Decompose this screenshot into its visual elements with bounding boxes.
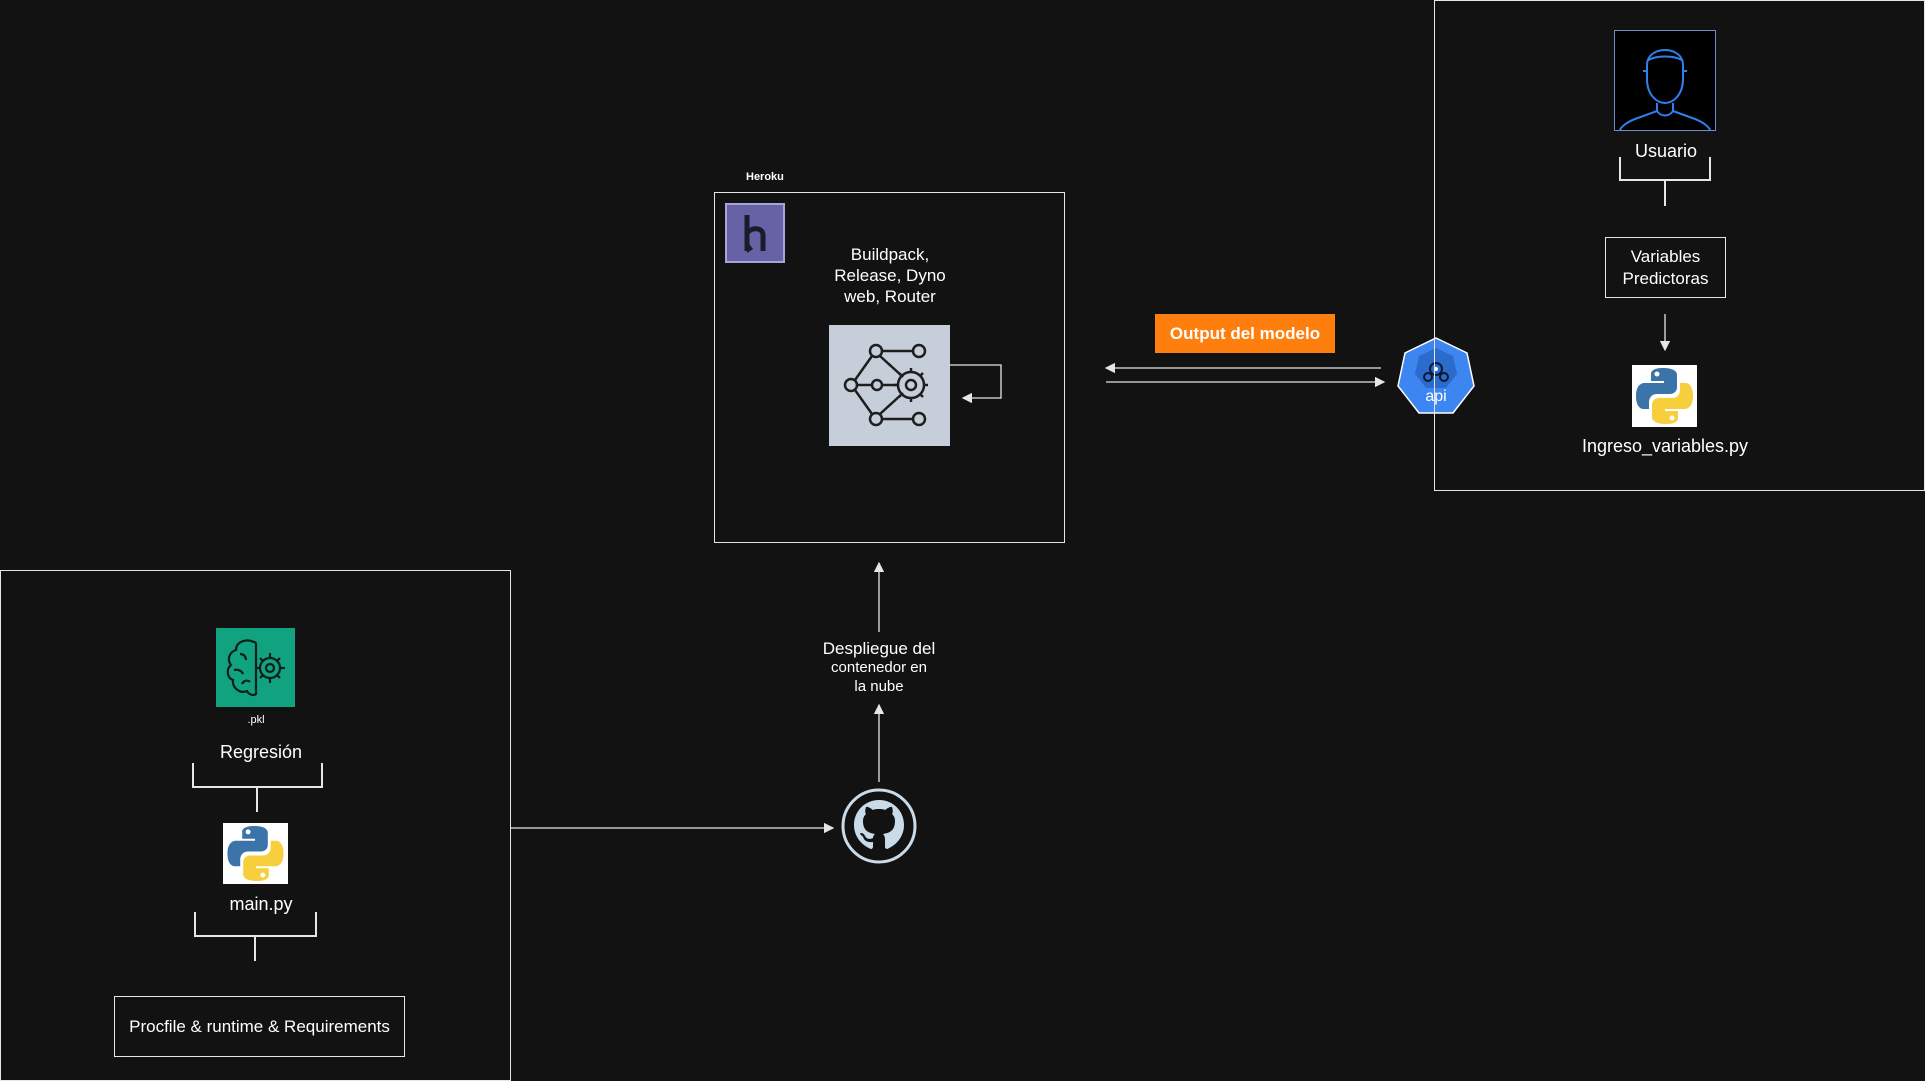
heroku-logo-icon: [725, 203, 785, 263]
kubernetes-api-icon: api: [1395, 336, 1477, 416]
heroku-description-line-3: web, Router: [844, 287, 936, 306]
model-bracket-stem: [256, 788, 258, 812]
files-label: Procfile & runtime & Requirements: [129, 1016, 390, 1036]
python-logo-icon: [223, 823, 288, 884]
deploy-line-1: Despliegue del: [822, 639, 936, 658]
script-bracket-bottom: [194, 935, 317, 937]
user-bracket-bottom: [1619, 179, 1711, 181]
script-bracket-stem: [254, 937, 256, 961]
script-bracket-right: [315, 912, 317, 937]
github-icon: [841, 788, 917, 864]
output-badge-label: Output del modelo: [1169, 323, 1321, 343]
main-script-label: main.py: [229, 894, 293, 914]
model-bracket-right: [321, 763, 323, 788]
deploy-label: Despliegue del contenedor en la nube: [809, 639, 949, 696]
api-label: api: [1425, 388, 1447, 405]
heroku-label: Heroku: [746, 171, 784, 183]
heroku-container: [714, 192, 1065, 543]
heroku-self-loop-arrow: [950, 364, 1002, 404]
user-avatar-icon: [1614, 30, 1716, 131]
neural-network-gear-icon: [829, 325, 950, 446]
output-badge: Output del modelo: [1155, 314, 1335, 353]
model-label: Regresión: [219, 742, 303, 762]
heroku-description-line-2: Release, Dyno: [834, 266, 946, 285]
ingreso-script-label: Ingreso_variables.py: [1581, 436, 1749, 456]
user-bracket-left: [1619, 157, 1621, 181]
model-bracket-bottom: [192, 786, 323, 788]
user-bracket-right: [1709, 157, 1711, 181]
model-ext-label: .pkl: [247, 714, 265, 726]
variables-line-2: Predictoras: [1622, 268, 1709, 288]
python-logo-icon: [1632, 365, 1697, 427]
files-box: Procfile & runtime & Requirements: [114, 996, 405, 1057]
variables-box: Variables Predictoras: [1605, 237, 1726, 298]
deploy-line-2: contenedor en: [831, 659, 927, 676]
ml-brain-gear-icon: [216, 628, 295, 707]
deploy-line-3: la nube: [854, 678, 904, 695]
heroku-description-line-1: Buildpack,: [850, 245, 930, 264]
script-bracket-left: [194, 912, 196, 937]
heroku-description: Buildpack, Release, Dyno web, Router: [810, 244, 970, 307]
model-bracket-left: [192, 763, 194, 788]
user-label: Usuario: [1634, 141, 1698, 161]
variables-line-1: Variables: [1630, 246, 1701, 266]
user-bracket-stem: [1664, 181, 1666, 206]
